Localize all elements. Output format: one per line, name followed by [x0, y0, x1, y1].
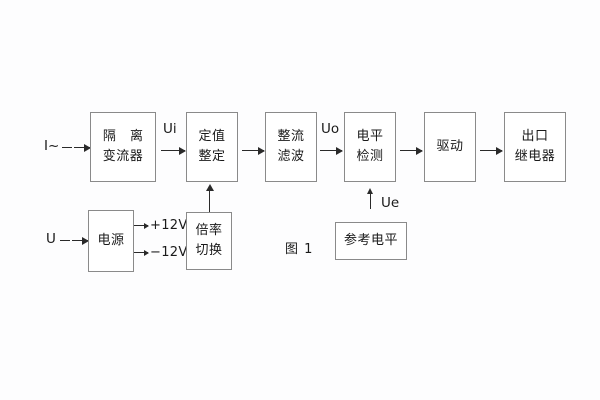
block-isolation-ct-line1: 隔 离 [102, 128, 149, 144]
figure-caption: 图 1 [285, 242, 314, 257]
arrow-current-to-isolation [74, 143, 91, 152]
block-range-switch[interactable]: 倍率 切换 [186, 212, 232, 270]
block-level-detect-line1: 电平 [356, 128, 384, 144]
signal-label-uo: Uo [321, 121, 340, 137]
block-isolation-ct-line2: 变流器 [102, 149, 144, 164]
arrow-range-switch-to-setting [205, 184, 214, 212]
arrow-setting-to-rectify [242, 146, 265, 155]
block-isolation-ct[interactable]: 隔 离 变流器 [90, 112, 156, 182]
block-setting-line2: 整定 [198, 149, 226, 164]
arrow-reference-to-level-detect [367, 188, 373, 209]
arrow-voltage-to-power-supply [72, 236, 89, 245]
arrow-rail-negative [134, 249, 149, 256]
block-power-supply[interactable]: 电源 [88, 210, 134, 272]
block-rectify-filter-line2: 滤波 [277, 149, 305, 164]
rail-positive-label: +12V [150, 218, 188, 233]
block-driver-line1: 驱动 [436, 138, 464, 154]
block-output-relay-line1: 出口 [521, 128, 549, 144]
arrow-rail-positive [134, 222, 149, 229]
current-input-label: I~ [44, 138, 60, 154]
block-rectify-filter[interactable]: 整流 滤波 [265, 112, 317, 182]
block-level-detect-line2: 检测 [356, 149, 384, 164]
block-reference-level[interactable]: 参考电平 [335, 222, 407, 260]
block-rectify-filter-line1: 整流 [277, 128, 305, 144]
block-range-switch-line1: 倍率 [195, 222, 223, 238]
block-level-detect[interactable]: 电平 检测 [344, 112, 396, 182]
block-reference-level-line1: 参考电平 [343, 232, 398, 248]
voltage-input-label: U [46, 231, 56, 247]
block-output-relay[interactable]: 出口 继电器 [504, 112, 566, 182]
block-setting-line1: 定值 [198, 128, 226, 144]
current-input-lead [62, 147, 72, 148]
rail-negative-label: −12V [150, 245, 188, 260]
arrow-isolation-to-setting [161, 146, 186, 155]
arrow-rectify-to-level-detect [320, 146, 343, 155]
block-power-supply-line1: 电源 [97, 232, 125, 248]
signal-label-ue: Ue [381, 195, 400, 211]
block-setting[interactable]: 定值 整定 [186, 112, 238, 182]
block-range-switch-line2: 切换 [195, 243, 223, 258]
signal-label-ui: Ui [163, 121, 177, 137]
arrow-driver-to-output-relay [480, 146, 503, 155]
block-driver[interactable]: 驱动 [424, 112, 476, 182]
block-output-relay-line2: 继电器 [514, 149, 556, 164]
arrow-level-detect-to-driver [400, 146, 423, 155]
voltage-input-lead [60, 240, 70, 241]
